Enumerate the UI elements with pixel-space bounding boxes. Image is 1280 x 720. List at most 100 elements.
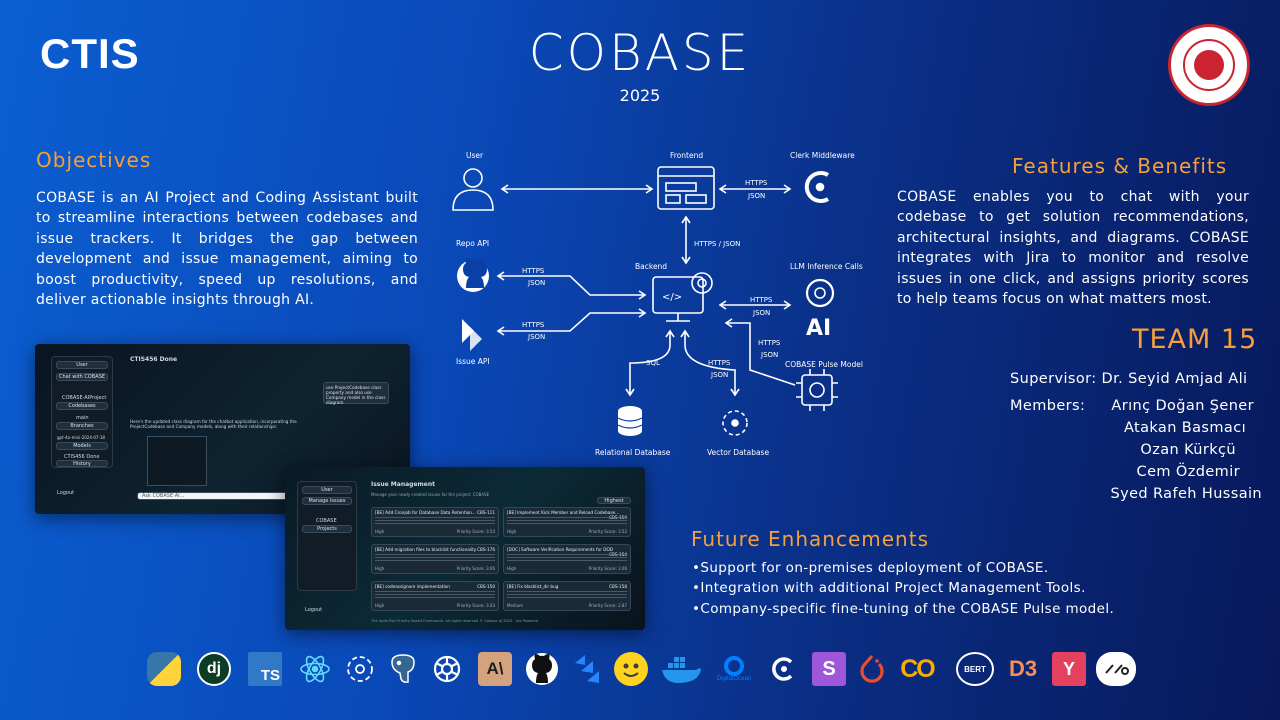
label-vector-db: Vector Database (707, 448, 769, 457)
issues-footer: The Agile Dev Priority Based Framework. … (371, 619, 538, 623)
bert-icon: BERT (956, 652, 994, 686)
svg-text:HTTPS: HTTPS (750, 296, 773, 304)
issue-card[interactable]: [DOC] Software Verification Requirements… (503, 544, 631, 574)
manage-issues-button[interactable]: Manage Issues (302, 497, 352, 505)
frontend-icon (657, 166, 715, 210)
shadcn-icon: S (812, 652, 846, 686)
logout-button[interactable]: Logout (57, 490, 75, 496)
pulse-model-icon (796, 369, 838, 411)
user-menu[interactable]: User (302, 486, 352, 494)
langchain-icon (343, 652, 377, 686)
members-label: Members: (1010, 398, 1086, 414)
ctis-logo: CTIS (40, 30, 140, 77)
user-icon (452, 168, 494, 211)
architecture-diagram: User Frontend Clerk Middleware HTTPS JSO… (440, 145, 870, 465)
d3-icon: D3 (1008, 656, 1038, 681)
svg-text:JSON: JSON (752, 309, 770, 317)
label-backend: Backend (635, 262, 667, 271)
postgresql-icon (386, 652, 420, 686)
page-year: 2025 (619, 86, 661, 105)
digitalocean-icon: DigitalOcean (713, 652, 755, 686)
svg-text:SQL: SQL (646, 359, 660, 367)
issue-card[interactable]: [BE] codeassignore implementation CBS-15… (371, 581, 499, 611)
issue-card[interactable]: [BE] Add Cronjob for Database Data Reten… (371, 507, 499, 537)
svg-text:HTTPS: HTTPS (522, 267, 545, 275)
issues-sidebar: User Manage Issues COBASE Projects (297, 481, 357, 591)
svg-text:JSON: JSON (527, 279, 545, 287)
future-item: Integration with additional Project Mana… (692, 578, 1114, 598)
user-message: use ProjectCodebase class property and a… (323, 382, 389, 405)
bilkent-seal-logo (1168, 24, 1250, 106)
database-icon (617, 406, 643, 436)
label-relational-db: Relational Database (595, 448, 671, 457)
svg-text:HTTPS: HTTPS (708, 359, 731, 367)
chat-button[interactable]: Chat with COBASE (56, 373, 108, 381)
chat-sidebar: User Chat with COBASE COBASE-AIProject C… (51, 356, 113, 468)
future-item: Company-specific fine-tuning of the COBA… (692, 599, 1114, 619)
future-item: Support for on-premises deployment of CO… (692, 558, 1114, 578)
openai-icon (805, 278, 835, 308)
github-icon (525, 652, 559, 686)
history-button[interactable]: History (56, 460, 108, 467)
django-icon: dj (197, 652, 231, 686)
user-menu[interactable]: User (56, 361, 108, 369)
svg-text:HTTPS: HTTPS (758, 339, 781, 347)
team-heading: TEAM 15 (1132, 324, 1258, 355)
issue-card[interactable]: [BE] Fix blacklist_dir bug CBS-158 Mediu… (503, 581, 631, 611)
svg-text:HTTPS / JSON: HTTPS / JSON (694, 240, 740, 248)
future-heading: Future Enhancements (691, 527, 929, 551)
anthropic-icon: A\ (478, 652, 512, 686)
huggingface-icon (614, 652, 648, 686)
supervisor-text: Supervisor: Dr. Seyid Amjad Ali (1010, 371, 1248, 387)
branches-button[interactable]: Branches (56, 422, 108, 430)
page-title: COBASE (528, 24, 752, 82)
models-button[interactable]: Models (56, 442, 108, 450)
anthropic-icon: AI (806, 316, 831, 341)
clerk-icon (766, 652, 800, 686)
member-name: Arınç Doğan Şener (1111, 398, 1254, 414)
projects-button[interactable]: Projects (302, 525, 352, 533)
issue-card[interactable]: [BE] Add migration files to blacklist fu… (371, 544, 499, 574)
react-icon (298, 652, 332, 686)
docker-icon (660, 652, 702, 686)
class-diagram-image (147, 436, 207, 486)
label-clerk: Clerk Middleware (790, 151, 855, 160)
issues-screenshot: User Manage Issues COBASE Projects Logou… (285, 467, 645, 630)
chat-title: CTIS456 Done (130, 356, 178, 363)
backend-icon: </> (652, 272, 713, 322)
features-heading: Features & Benefits (1012, 154, 1228, 178)
chat-screenshot: User Chat with COBASE COBASE-AIProject C… (35, 344, 410, 514)
logout-button[interactable]: Logout (305, 607, 323, 613)
assistant-message: Here's the updated class diagram for the… (130, 419, 297, 429)
svg-text:JSON: JSON (527, 333, 545, 341)
member-name: Syed Rafeh Hussain (1110, 486, 1262, 502)
clerk-icon (804, 171, 830, 203)
svg-text:HTTPS: HTTPS (745, 179, 768, 187)
svg-text:HTTPS: HTTPS (522, 321, 545, 329)
label-llm: LLM Inference Calls (790, 262, 863, 271)
colab-icon: CO (900, 654, 936, 683)
svg-text:</>: </> (662, 292, 682, 303)
objectives-text: COBASE is an AI Project and Coding Assis… (36, 190, 418, 309)
ycombinator-icon: Y (1052, 652, 1086, 686)
features-text: COBASE enables you to chat with your cod… (897, 189, 1249, 308)
tree-sitter-icon (1096, 652, 1136, 686)
label-issue-api: Issue API (456, 357, 490, 366)
label-pulse: COBASE Pulse Model (785, 360, 863, 369)
jira-icon (462, 319, 482, 351)
label-frontend: Frontend (670, 151, 703, 160)
pytorch-icon (855, 652, 889, 686)
codebases-button[interactable]: Codebases (56, 402, 108, 410)
vector-db-icon (722, 410, 748, 436)
label-user: User (466, 151, 484, 160)
label-repo-api: Repo API (456, 239, 489, 248)
future-list: Support for on-premises deployment of CO… (692, 558, 1114, 619)
typescript-icon: TS (248, 652, 282, 686)
svg-text:JSON: JSON (710, 371, 728, 379)
openai-icon (430, 652, 464, 686)
github-icon (457, 258, 489, 292)
issue-card[interactable]: [BE] Implement Kick Member and Reload Co… (503, 507, 631, 537)
python-icon (147, 652, 181, 686)
objectives-heading: Objectives (36, 148, 152, 172)
priority-filter[interactable]: Highest (597, 497, 631, 504)
